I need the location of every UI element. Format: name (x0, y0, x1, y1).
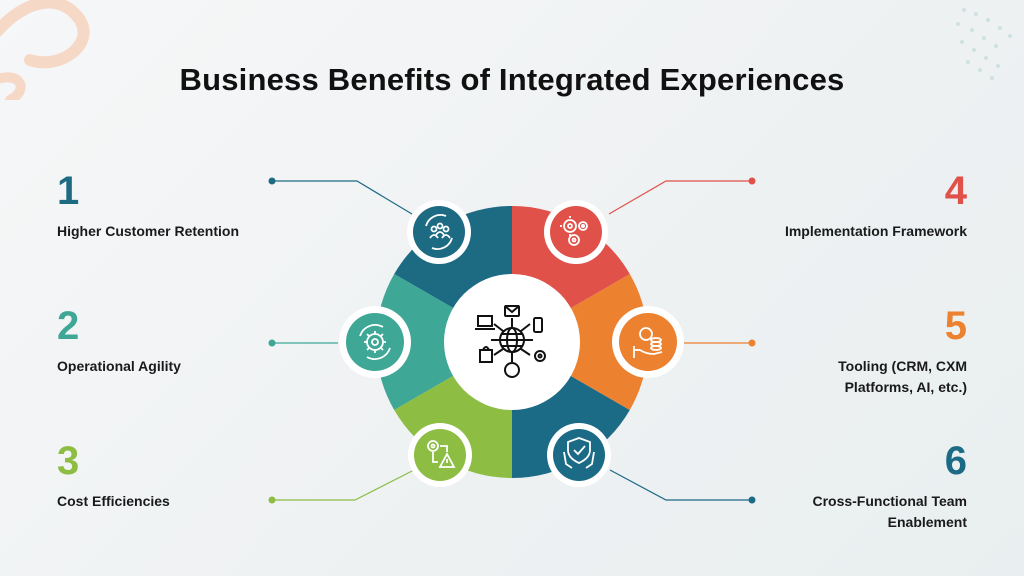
benefit-number-1: 1 (57, 169, 80, 213)
connector-dot-2 (268, 339, 276, 347)
badge-5 (612, 306, 684, 378)
center-circle (444, 274, 580, 410)
benefit-number-4: 4 (944, 169, 967, 213)
corner-swirl-decoration (0, 0, 90, 100)
benefit-number-3: 3 (57, 439, 80, 483)
connector-dot-4 (748, 177, 756, 185)
benefit-number-2: 2 (57, 304, 80, 348)
connector-dot-3 (268, 496, 276, 504)
connector-4 (608, 180, 752, 215)
benefit-label-2: Operational Agility (57, 358, 181, 374)
connector-dot-5 (748, 339, 756, 347)
dot-pattern-decoration (956, 8, 1012, 80)
benefit-label-1: Higher Customer Retention (57, 223, 240, 239)
benefit-item-1: 1 Higher Customer Retention (57, 171, 239, 242)
benefit-item-4: 4 Implementation Framework (785, 171, 967, 242)
gears-icon (560, 216, 588, 246)
connector-dot-1 (268, 177, 276, 185)
coins-hand-icon (633, 327, 663, 358)
benefit-item-2: 2 Operational Agility (57, 306, 181, 377)
benefit-number-6: 6 (944, 439, 967, 483)
connector-3 (272, 469, 415, 501)
process-warning-icon (427, 440, 456, 468)
badge-6 (547, 423, 611, 487)
omnichannel-globe-icon (475, 305, 546, 378)
shield-hands-icon (563, 437, 595, 469)
benefit-number-5: 5 (944, 304, 967, 348)
connector-1 (272, 180, 413, 215)
benefit-label-3: Cost Efficiencies (57, 493, 170, 509)
gear-cycle-icon (359, 324, 391, 360)
segment-5 (512, 274, 649, 410)
badge-2 (339, 306, 411, 378)
badge-3 (408, 423, 472, 487)
customer-retention-icon (425, 214, 453, 250)
connector-dot-6 (748, 496, 756, 504)
connector-6 (609, 469, 752, 501)
segment-2 (375, 274, 512, 410)
connector-lines (268, 177, 756, 504)
page-title: Business Benefits of Integrated Experien… (179, 62, 845, 97)
benefit-label-4: Implementation Framework (784, 223, 967, 239)
badge-4 (544, 200, 608, 264)
benefit-item-3: 3 Cost Efficiencies (57, 441, 170, 512)
badge-1 (407, 200, 471, 264)
